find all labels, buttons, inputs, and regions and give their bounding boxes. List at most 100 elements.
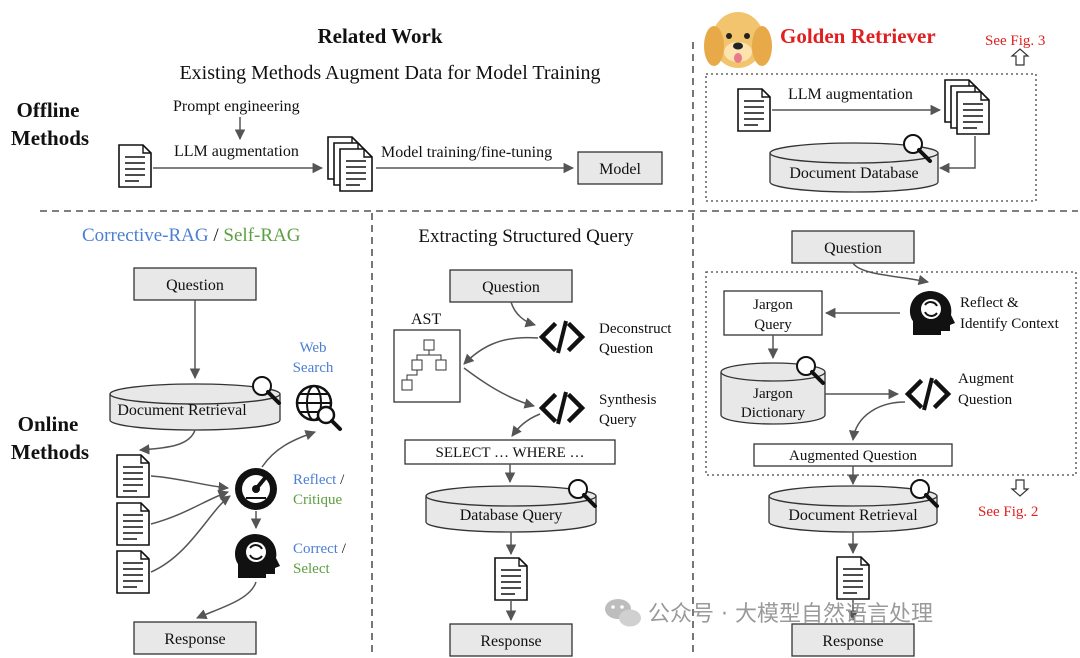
synthesis-label-1: Synthesis	[599, 392, 657, 408]
rag-slash: /	[209, 225, 224, 246]
offline-subtitle: Existing Methods Augment Data for Model …	[179, 62, 600, 84]
corrective-rag-label: Corrective-RAG	[82, 225, 209, 246]
document-icon	[116, 502, 150, 546]
structured-title: Extracting Structured Query	[418, 226, 634, 247]
online-label-2: Methods	[11, 440, 89, 464]
gr-document-retrieval-cylinder	[768, 485, 938, 533]
crag-retrieval-docs-arrow	[138, 429, 196, 455]
crag-response-label: Response	[164, 631, 225, 648]
sq-question-to-deconstruct-arrow	[510, 301, 537, 328]
model-label: Model	[599, 161, 641, 178]
ast-to-synthesis-arrow	[463, 367, 536, 409]
augment-label-2: Question	[958, 392, 1013, 408]
database-query-label: Database Query	[460, 507, 563, 524]
documents-stack-icon	[945, 80, 989, 134]
gr-response-box	[791, 623, 915, 657]
gr-llm-augmentation-label: LLM augmentation	[788, 86, 913, 103]
online-label-1: Online	[18, 412, 79, 436]
model-training-label: Model training/fine-tuning	[381, 144, 552, 161]
code-icon	[908, 378, 948, 410]
jargon-dict-label-2: Dictionary	[741, 405, 806, 421]
ast-label: AST	[411, 311, 441, 328]
document-database-cylinder	[769, 142, 939, 193]
document-icon	[118, 144, 152, 188]
sq-question-label: Question	[482, 279, 540, 296]
select-where-label: SELECT … WHERE …	[435, 445, 584, 461]
golden-retriever-title: Golden Retriever	[780, 24, 936, 48]
doc1-to-critique-arrow	[150, 475, 230, 493]
gr-document-retrieval-label: Document Retrieval	[788, 507, 918, 524]
golden-offline-frame	[705, 73, 1037, 202]
reflect-slash: /	[336, 472, 345, 488]
rag-title: Corrective-RAG / Self-RAG	[82, 225, 301, 246]
reflect-critique-label: Reflect /	[293, 472, 345, 488]
critique-word: Critique	[293, 492, 343, 508]
sq-question-box	[449, 269, 573, 303]
reflect-word: Reflect	[293, 472, 337, 488]
sq-response-box	[449, 623, 573, 657]
gr-question-label: Question	[824, 240, 882, 257]
correct-select-label: Correct /	[293, 541, 347, 557]
sq-response-label: Response	[480, 633, 541, 650]
augment-label-1: Augment	[958, 371, 1015, 387]
gauge-icon	[235, 468, 277, 510]
database-query-cylinder	[425, 485, 597, 533]
correct-word: Correct	[293, 541, 339, 557]
synthesis-label-2: Query	[599, 412, 637, 428]
documents-stack-icon	[328, 137, 372, 191]
document-database-label: Document Database	[789, 165, 918, 182]
prompt-engineering-label: Prompt engineering	[173, 98, 300, 115]
code-icon	[542, 321, 582, 353]
document-icon	[737, 88, 771, 132]
watermark-text: 公众号 · 大模型自然语言处理	[648, 602, 933, 627]
offline-label-1: Offline	[17, 98, 80, 122]
crag-document-retrieval-cylinder	[109, 383, 281, 431]
augment-to-aug-question-arrow	[848, 401, 906, 442]
gr-question-box	[791, 230, 915, 264]
correct-to-response-arrow	[196, 581, 257, 620]
jargon-query-label-1: Jargon	[753, 297, 793, 313]
document-icon	[836, 556, 870, 600]
globe-search-icon	[295, 384, 342, 431]
crag-question-box	[133, 267, 257, 301]
head-cycle-icon	[909, 290, 956, 336]
web-search-label-2: Search	[293, 360, 334, 376]
offline-label-2: Methods	[11, 126, 89, 150]
select-word: Select	[293, 561, 330, 577]
jargon-dictionary-cylinder	[720, 362, 826, 425]
dog-icon	[704, 12, 772, 68]
crag-document-retrieval-label: Document Retrieval	[117, 402, 247, 419]
ast-tree-icon	[393, 329, 461, 403]
web-search-label-1: Web	[299, 340, 326, 356]
related-work-title: Related Work	[317, 24, 442, 48]
reflect-identify-label-1: Reflect &	[960, 295, 1019, 311]
document-icon	[116, 550, 150, 594]
crag-question-label: Question	[166, 277, 224, 294]
model-box	[577, 151, 663, 185]
deconstruct-label-1: Deconstruct	[599, 321, 672, 337]
gr-feedback-arrow	[938, 136, 976, 174]
see-fig2-label: See Fig. 2	[978, 504, 1038, 520]
gr-response-label: Response	[822, 633, 883, 650]
see-fig3-label: See Fig. 3	[985, 33, 1045, 49]
doc3-to-critique-arrow	[150, 495, 231, 573]
llm-augmentation-label: LLM augmentation	[174, 143, 299, 160]
up-arrow-icon	[1010, 48, 1030, 66]
document-icon	[116, 454, 150, 498]
document-icon	[494, 557, 528, 601]
correct-slash: /	[338, 541, 347, 557]
golden-online-frame	[705, 271, 1077, 476]
code-icon	[542, 392, 582, 424]
deconstruct-to-ast-arrow	[463, 336, 539, 365]
head-cycle-icon	[234, 533, 281, 579]
jargon-dict-label-1: Jargon	[753, 386, 793, 402]
self-rag-label: Self-RAG	[223, 225, 300, 246]
down-arrow-icon	[1010, 479, 1030, 497]
gr-question-to-reflect-arrow	[852, 262, 930, 286]
critique-to-web-arrow	[261, 430, 316, 468]
wechat-watermark-icon	[605, 599, 641, 627]
augmented-question-label: Augmented Question	[789, 448, 917, 464]
crag-response-box	[133, 621, 257, 655]
deconstruct-label-2: Question	[599, 341, 654, 357]
